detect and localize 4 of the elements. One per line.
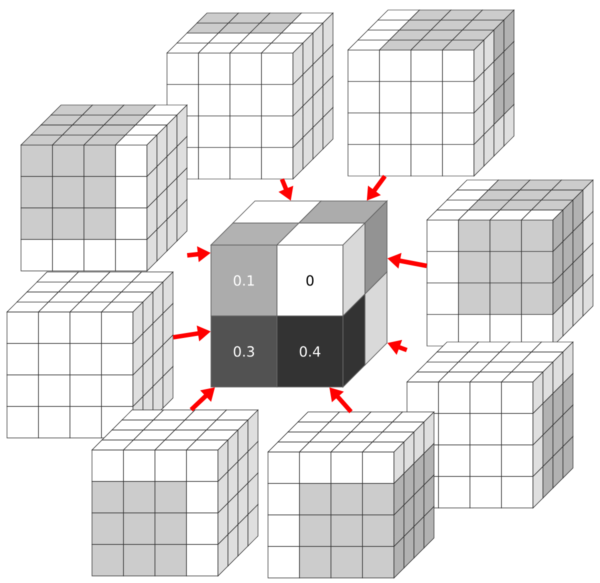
cell-value: 0 <box>306 275 314 286</box>
cell-value: 0.4 <box>300 346 320 357</box>
cell-value: 0.1 <box>234 275 254 286</box>
cell-value: 0.3 <box>234 346 254 357</box>
